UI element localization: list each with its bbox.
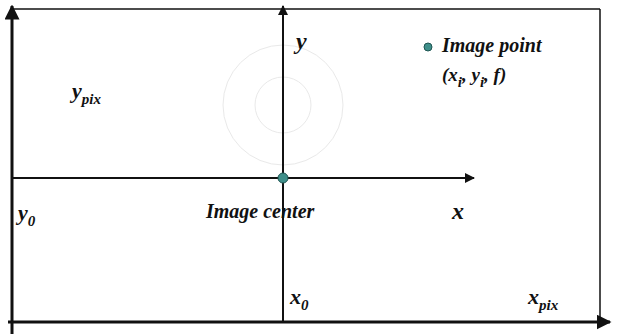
subscript: i	[458, 74, 462, 90]
axis-label: x	[452, 198, 464, 225]
axis-label: y	[296, 28, 307, 55]
subscript: pix	[539, 297, 558, 313]
origin-label: y0	[18, 200, 35, 230]
image-border	[12, 8, 600, 10]
label-text: (x	[442, 64, 458, 85]
label-text: Image point	[442, 34, 541, 56]
image-center-dot	[278, 173, 288, 183]
axis-label: ypix	[72, 78, 101, 108]
image-x-axis	[12, 177, 474, 179]
subscript: pix	[82, 91, 101, 107]
subscript: 0	[301, 297, 309, 313]
image-y-axis	[282, 6, 284, 322]
point-label: Image point	[442, 34, 541, 57]
label-text: x	[452, 198, 464, 224]
label-text: y	[18, 200, 28, 225]
axis-label: xpix	[528, 284, 558, 314]
subscript: i	[480, 74, 484, 90]
subscript: 0	[28, 213, 36, 229]
label-text: y	[296, 28, 307, 54]
origin-label: x0	[290, 284, 309, 314]
image-point-dot	[424, 43, 432, 51]
center-label: Image center	[206, 200, 314, 223]
pixel-x-axis	[8, 321, 610, 324]
image-border	[599, 9, 601, 322]
label-text: x	[290, 284, 301, 309]
pixel-y-axis	[11, 6, 14, 334]
label-text: y	[72, 78, 82, 103]
point-coordinates: (xi, yi, f)	[442, 64, 506, 91]
label-text: , y	[462, 64, 480, 85]
label-text: , f)	[484, 64, 506, 85]
label-text: x	[528, 284, 539, 309]
label-text: Image center	[206, 200, 314, 222]
